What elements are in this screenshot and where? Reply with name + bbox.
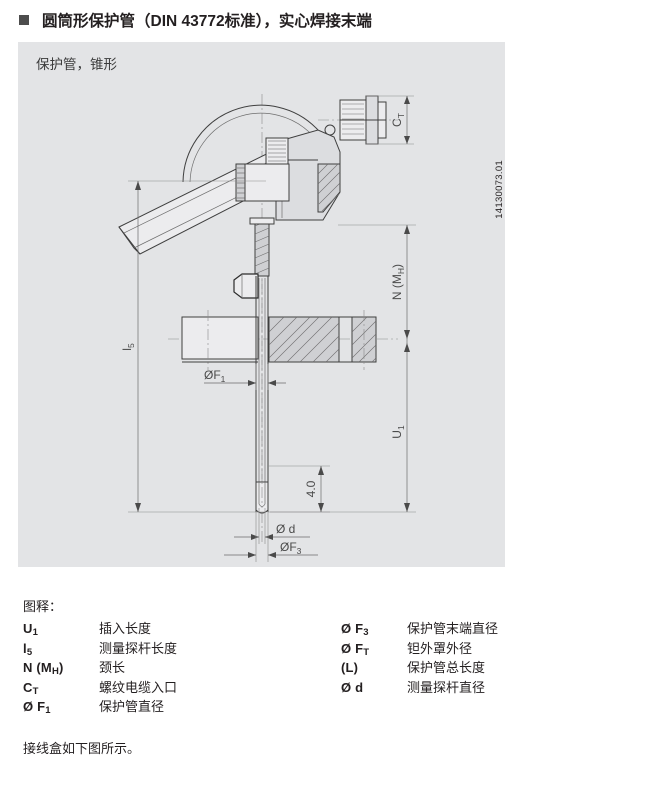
flange-section-hatch: [268, 316, 377, 363]
legend-description: 保护管总长度: [407, 660, 486, 675]
page-title: 圆筒形保护管（DIN 43772标准），实心焊接末端: [42, 13, 372, 30]
legend-item: Ø F3 保护管末端直径: [341, 618, 498, 638]
legend-item: N (MH) 颈长: [23, 657, 177, 677]
legend-item: Ø F1 保护管直径: [23, 696, 177, 716]
dimension-tip-40: 4.0: [268, 465, 330, 513]
hex-nut: [233, 273, 259, 299]
dimension-f3-label: ØF3: [280, 540, 302, 556]
dimension-d-label: Ø d: [276, 522, 295, 536]
dimension-f3: ØF3: [224, 512, 318, 562]
dimension-ct-label: CT: [390, 113, 406, 127]
dimension-f1: ØF1: [204, 364, 286, 390]
legend-item: Ø d 测量探杆直径: [341, 677, 498, 697]
legend-description: 插入长度: [99, 621, 152, 636]
dimension-l5: l5: [120, 180, 266, 513]
legend-item: (L) 保护管总长度: [341, 657, 498, 677]
legend-item: Ø FT 钽外罩外径: [341, 638, 498, 658]
insert-screw-hatch: [237, 167, 245, 199]
figure-panel: 保护管，锥形 14130073.01: [18, 42, 505, 567]
protection-tube: [255, 276, 269, 514]
legend-description: 保护管直径: [99, 699, 165, 714]
legend-symbol: Ø F3: [341, 621, 369, 638]
dimension-d: Ø d: [234, 508, 310, 544]
footer-note: 接线盒如下图所示。: [23, 741, 141, 756]
dimension-n-mh: N (MH): [338, 224, 416, 339]
legend-symbol: Ø F1: [23, 699, 51, 716]
legend-symbol: U1: [23, 621, 39, 638]
terminal-thread-hatch: [268, 140, 286, 162]
flange: [181, 310, 377, 370]
legend-symbol: CT: [23, 679, 39, 697]
dimension-l5-label: l5: [120, 343, 136, 351]
page-header: 圆筒形保护管（DIN 43772标准），实心焊接末端: [0, 0, 657, 40]
legend-symbol: l5: [23, 640, 33, 658]
legend-item: CT 螺纹电缆入口: [23, 677, 177, 697]
legend-symbol: (L): [341, 660, 359, 675]
neck-extension: [233, 217, 275, 299]
thermowell-technical-drawing: CT: [118, 94, 416, 562]
legend-title: 图释：: [23, 599, 63, 614]
legend-description: 颈长: [99, 660, 126, 675]
dimension-tip-label: 4.0: [304, 480, 318, 497]
head-terminal-insert: [235, 137, 290, 202]
dimension-u1-label: U1: [390, 425, 406, 439]
legend-description: 测量探杆长度: [99, 640, 178, 656]
legend-column-right: Ø F3 保护管末端直径 Ø FT 钽外罩外径 (L) 保护管总长度 Ø d 测…: [341, 618, 498, 696]
head-lid-arc: [182, 104, 319, 183]
connection-head-assembly: [118, 95, 387, 255]
legend-description: 测量探杆直径: [407, 679, 486, 695]
legend-item: U1 插入长度: [23, 618, 177, 638]
legend-item: l5 测量探杆长度: [23, 638, 177, 658]
figure-caption: 保护管，锥形: [36, 57, 117, 72]
legend-description: 螺纹电缆入口: [99, 679, 178, 695]
head-shoulder-hatch: [317, 163, 341, 212]
dimension-n-label: N (MH): [390, 264, 406, 300]
dimension-f1-label: ØF1: [204, 368, 226, 384]
dimension-u1: U1: [270, 339, 416, 513]
legend-description: 保护管末端直径: [407, 621, 499, 636]
legend-column-left: U1 插入长度 l5 测量探杆长度 N (MH) 颈长 CT 螺纹电缆入口 Ø …: [23, 618, 177, 716]
legend-symbol: Ø FT: [341, 640, 370, 658]
legend-description: 钽外罩外径: [407, 640, 473, 656]
square-bullet-icon: [19, 15, 29, 25]
gland-thread-hatch: [342, 103, 364, 135]
legend-symbol: N (MH): [23, 660, 64, 677]
cable-entry-gland: [339, 95, 387, 145]
head-lid-arc-inner: [189, 112, 315, 183]
legend-symbol: Ø d: [341, 679, 364, 695]
